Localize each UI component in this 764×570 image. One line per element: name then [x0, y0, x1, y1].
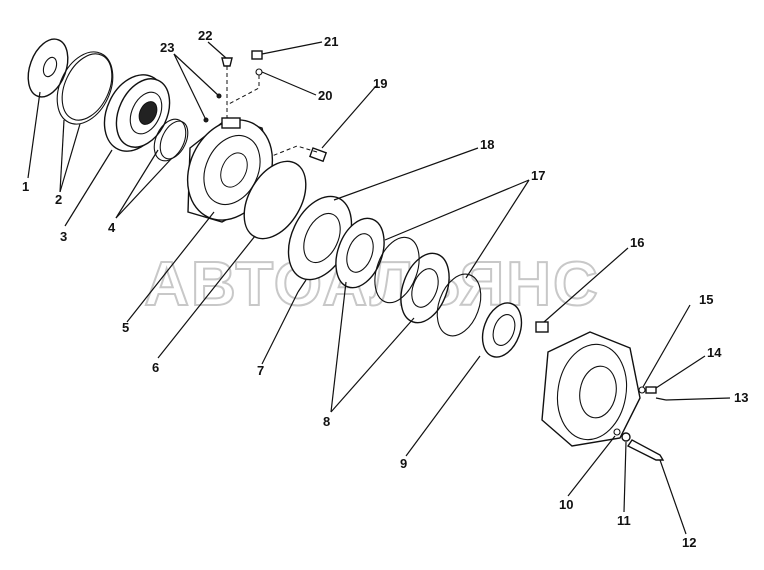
part-17-steel-plates: [374, 236, 482, 337]
label-3: 3: [60, 229, 67, 244]
label-8: 8: [323, 414, 330, 429]
part-19-23-fittings: [203, 50, 328, 163]
label-12: 12: [682, 535, 696, 550]
label-7: 7: [257, 363, 264, 378]
part-9-bearing: [481, 302, 523, 358]
label-4: 4: [108, 220, 116, 235]
part-1-washer: [27, 38, 69, 98]
part-16-nut: [535, 321, 549, 333]
label-5: 5: [122, 320, 129, 335]
part-13-15-fasteners: [638, 386, 667, 401]
hub-housing: [541, 331, 641, 447]
part-labels: 1 2 3 4 5 6 7 8 9 10 11 12 13 14 15 16 1…: [22, 28, 748, 550]
part-2-o-ring: [56, 51, 114, 125]
label-17: 17: [531, 168, 545, 183]
label-1: 1: [22, 179, 29, 194]
label-22: 22: [198, 28, 212, 43]
label-11: 11: [617, 513, 631, 528]
label-16: 16: [630, 235, 644, 250]
label-6: 6: [152, 360, 159, 375]
label-18: 18: [480, 137, 494, 152]
label-20: 20: [318, 88, 332, 103]
part-3-piston: [103, 74, 171, 152]
label-14: 14: [707, 345, 722, 360]
label-9: 9: [400, 456, 407, 471]
part-7-pin: [297, 279, 307, 293]
part-4-seal-rings: [153, 118, 189, 162]
leader-lines: [27, 41, 731, 535]
label-23: 23: [160, 40, 174, 55]
label-15: 15: [699, 292, 713, 307]
part-8-friction-discs: [335, 217, 450, 324]
label-2: 2: [55, 192, 62, 207]
label-13: 13: [734, 390, 748, 405]
label-10: 10: [559, 497, 573, 512]
label-19: 19: [373, 76, 387, 91]
label-21: 21: [324, 34, 338, 49]
part-10-12-fasteners: [613, 428, 665, 461]
